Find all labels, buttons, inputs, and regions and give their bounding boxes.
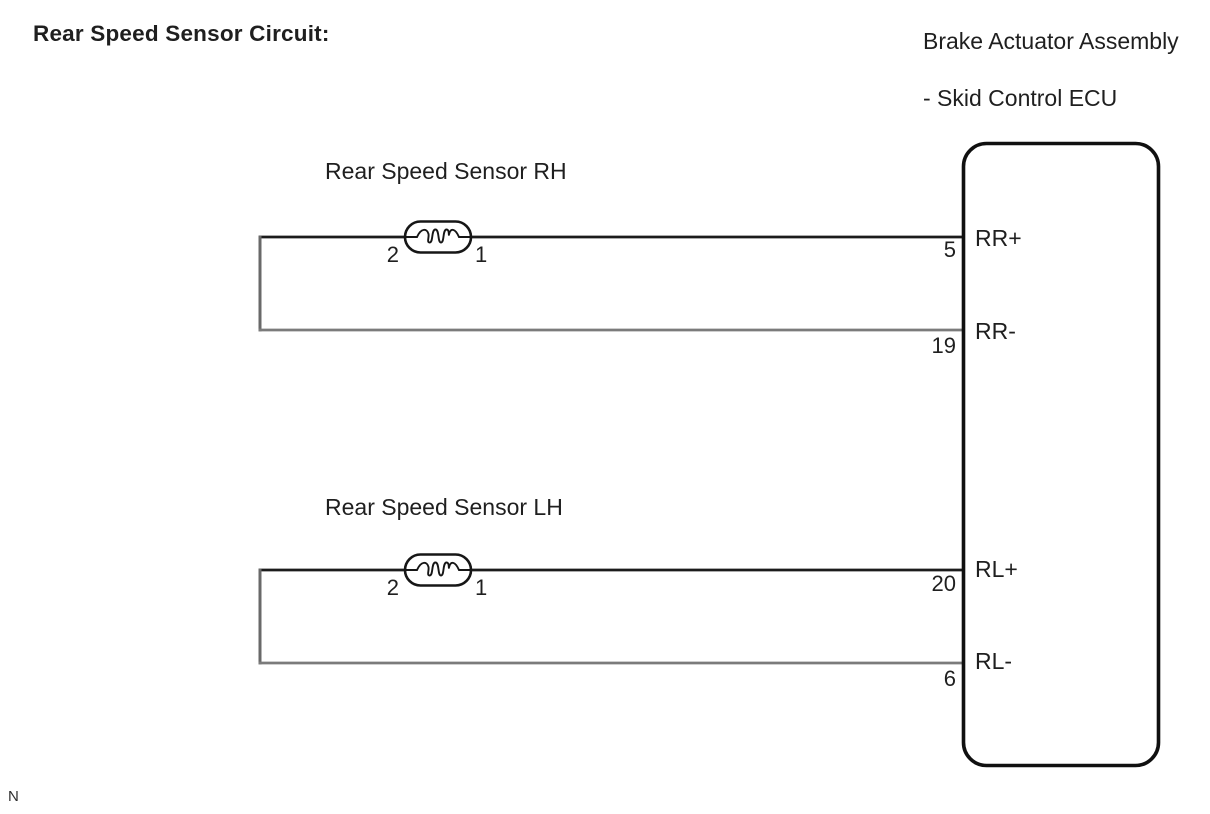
- sensor-lh-label: Rear Speed Sensor LH: [325, 494, 563, 520]
- ecu-pin-number-6: 6: [943, 666, 956, 691]
- inductor-coil-icon: [404, 228, 472, 244]
- ecu-heading-line1: Brake Actuator Assembly: [923, 28, 1179, 54]
- sensor-lh-symbol: [403, 553, 473, 587]
- sensor-rh-terminal-1: 1: [475, 242, 488, 267]
- sensor-rh-terminal-2: 2: [386, 242, 399, 267]
- ecu-pin-number-5: 5: [943, 237, 956, 262]
- ecu-pin-label-rr-plus: RR+: [975, 225, 1022, 251]
- ecu-pin-label-rr-minus: RR-: [975, 318, 1016, 344]
- sensor-lh-terminal-2: 2: [386, 575, 399, 600]
- inductor-coil-icon: [404, 561, 472, 577]
- footnote-n: N: [8, 788, 19, 805]
- sensor-rh-symbol: [403, 220, 473, 254]
- ecu-heading-line2: - Skid Control ECU: [923, 85, 1118, 111]
- diagram-title: Rear Speed Sensor Circuit:: [33, 21, 330, 46]
- ecu-pin-number-19: 19: [931, 333, 956, 358]
- sensor-lh-terminal-1: 1: [475, 575, 488, 600]
- ecu-box: [961, 141, 1161, 768]
- sensor-rh-label: Rear Speed Sensor RH: [325, 158, 567, 184]
- ecu-pin-label-rl-minus: RL-: [975, 648, 1013, 674]
- ecu-pin-label-rl-plus: RL+: [975, 556, 1018, 582]
- ecu-pin-number-20: 20: [931, 571, 956, 596]
